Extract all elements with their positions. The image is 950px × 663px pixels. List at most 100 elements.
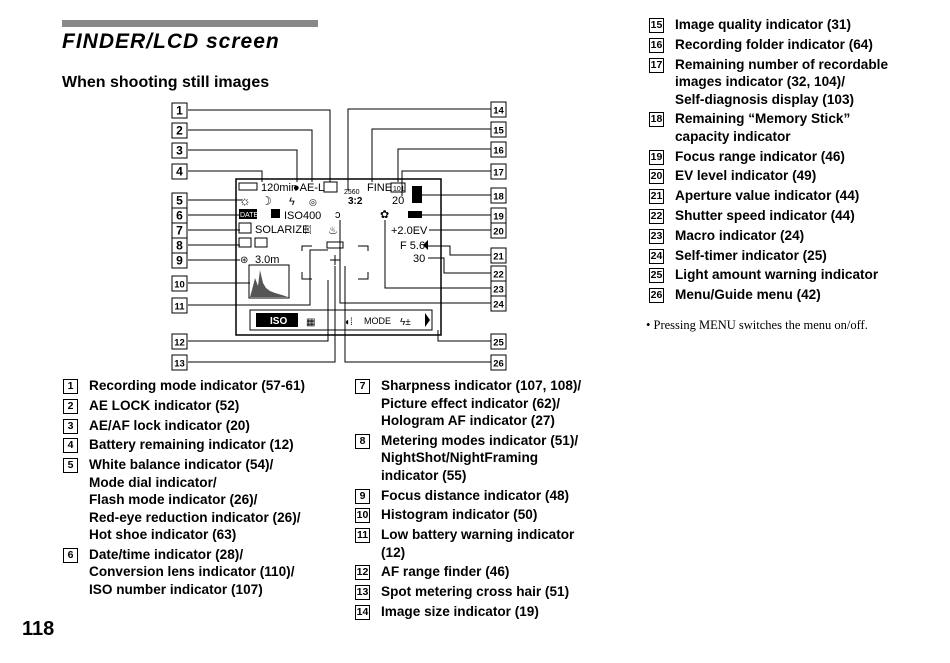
legend-line: Conversion lens indicator (110)/ (89, 564, 295, 580)
leader-line-12 (188, 280, 329, 342)
leader-line-15 (371, 128, 491, 182)
battery-time-text: 120min (261, 182, 297, 194)
histogram-bars (250, 270, 288, 297)
legend-line: (12) (381, 544, 406, 560)
callout-15: 15 (490, 121, 507, 138)
legend-line: Hologram AF indicator (27) (381, 413, 555, 428)
legend-number-box: 17 (649, 57, 664, 73)
legend-number-box: 10 (355, 508, 370, 524)
callout-22: 22 (490, 265, 507, 282)
legend-line: Recording folder indicator (64) (675, 36, 873, 52)
legend-text: Spot metering cross hair (51) (381, 583, 635, 601)
legend-text: Remaining “Memory Stick”capacity indicat… (675, 110, 944, 145)
legend-line: Date/time indicator (28)/ (89, 546, 244, 562)
svg-text:19: 19 (493, 212, 504, 223)
hologram-af-icon: ᛞ (305, 225, 311, 236)
legend-line: Metering modes indicator (51)/ (381, 432, 579, 448)
legend-number-box: 26 (649, 288, 664, 304)
callout-4: 4 (171, 163, 188, 180)
aperture-text: F 5.6 (400, 240, 425, 252)
legend-line: Self-diagnosis display (103) (675, 91, 855, 107)
focus-distance-icon: ⊛ (240, 255, 248, 266)
metering-icon (238, 237, 252, 248)
shutter-text: 30 (413, 253, 425, 265)
legend-line: Red-eye reduction indicator (26)/ (89, 509, 301, 525)
legend-number-box: 11 (355, 528, 370, 544)
svg-text:17: 17 (493, 168, 504, 179)
menu-iso-bg (256, 313, 298, 327)
legend-line: White balance indicator (54)/ (89, 457, 274, 473)
legend-number-box: 24 (649, 248, 664, 264)
legend-text: Shutter speed indicator (44) (675, 207, 944, 225)
legend-line: Remaining number of recordable (675, 56, 889, 72)
legend-text: AE LOCK indicator (52) (89, 397, 353, 415)
legend-line: Picture effect indicator (62)/ (381, 395, 561, 411)
macro-icon: ✿ (380, 209, 389, 221)
section-heading: When shooting still images (62, 74, 270, 91)
callout-3: 3 (171, 142, 188, 159)
white-balance-icon: ☼ (239, 193, 251, 208)
callout-12: 12 (171, 333, 188, 350)
legend-text: Image size indicator (19) (381, 603, 635, 621)
callout-16: 16 (490, 141, 507, 158)
callout-1: 1 (171, 102, 188, 119)
legend-line: Spot metering cross hair (51) (381, 584, 570, 600)
svg-text:18: 18 (493, 192, 504, 203)
focus-range-icon (408, 211, 422, 218)
callout-5: 5 (171, 192, 188, 209)
legend-text: Image quality indicator (31) (675, 16, 944, 34)
legend-line: Recording mode indicator (57-61) (89, 378, 306, 393)
legend-item-21: 21 Aperture value indicator (44) (649, 187, 944, 205)
aperture-arrow-icon (423, 240, 428, 250)
legend-text: Date/time indicator (28)/ Conversion lens… (89, 546, 353, 599)
legend-text: Aperture value indicator (44) (675, 187, 944, 205)
svg-text:23: 23 (493, 285, 504, 296)
image-size-text: 2560 (344, 189, 360, 196)
menu-volume-icon: ◖⁞ (344, 317, 353, 328)
svg-text:4: 4 (176, 165, 183, 179)
title-bar-rule (62, 20, 318, 27)
svg-text:8: 8 (176, 239, 183, 253)
legend-text: Metering modes indicator (51)/NightShot/… (381, 432, 635, 485)
svg-text:7: 7 (176, 224, 183, 238)
legend-number-box: 8 (355, 433, 370, 449)
lcd-diagram: 120min ●AE-L 2560 FINE 101 20 3:2 ☼ ☽ ϟ … (160, 98, 520, 373)
legend-line: Menu/Guide menu (42) (675, 287, 821, 303)
leader-line-4 (188, 170, 263, 182)
svg-text:1: 1 (176, 104, 183, 118)
af-range-finder (301, 245, 369, 280)
nightshot-icon (254, 237, 268, 248)
quality-text: FINE (367, 182, 392, 194)
red-eye-icon: ◎ (309, 197, 317, 207)
legend-text: Macro indicator (24) (675, 227, 944, 245)
legend-text: Battery remaining indicator (12) (89, 436, 353, 454)
legend-line: Battery remaining indicator (12) (89, 437, 294, 453)
legend-item-8: 8 Metering modes indicator (51)/NightShot… (355, 432, 635, 485)
callout-21: 21 (490, 247, 507, 264)
legend-number-box: 21 (649, 189, 664, 205)
date-box (239, 209, 257, 219)
page-number: 118 (22, 618, 55, 640)
callout-10: 10 (171, 275, 188, 292)
leader-line-23 (384, 220, 491, 289)
legend-number-box: 12 (355, 565, 370, 581)
date-text: DATE (240, 212, 258, 219)
leader-line-3 (188, 149, 298, 182)
svg-text:12: 12 (174, 338, 185, 349)
iso-text: ISO400 (284, 210, 321, 222)
menu-picture-icon: ▦ (306, 317, 315, 328)
svg-text:21: 21 (493, 252, 504, 263)
lcd-screen-frame (235, 178, 442, 336)
menu-next-icon (425, 313, 430, 327)
